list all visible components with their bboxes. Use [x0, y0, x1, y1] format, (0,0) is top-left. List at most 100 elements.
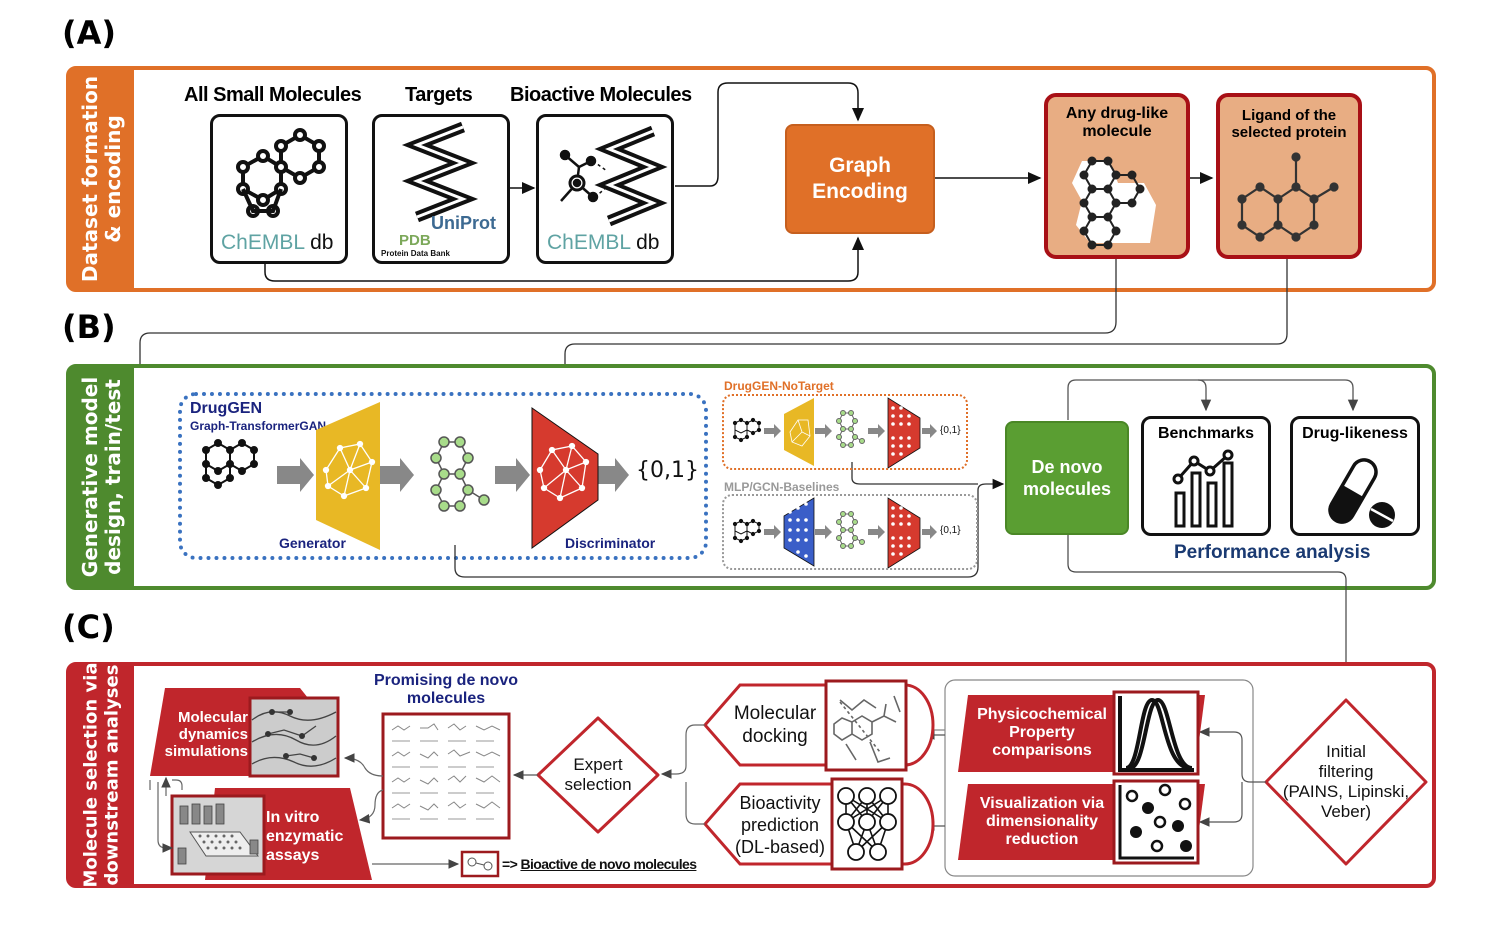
connector-notarget	[851, 462, 978, 485]
arrow-to-invitro	[358, 789, 384, 824]
panel-a-letter: (A)	[62, 14, 117, 52]
arrow-denovo-to-filtering	[1067, 534, 1351, 692]
input-molecule-icon	[202, 439, 258, 489]
chembl-db-label: ChEMBL db	[221, 231, 334, 254]
druglikeness-label: Drug-likeness	[1302, 425, 1408, 442]
druggen-subtitle: Graph-TransformerGAN	[190, 419, 327, 433]
baselines-model-container[interactable]	[722, 494, 978, 570]
protein-helix-icon	[401, 121, 479, 223]
arrow-filter-to-physchem	[1198, 727, 1266, 783]
uniprot-label: UniProt	[431, 213, 496, 233]
panel-b-side-label: Generative model design, train/test	[70, 368, 134, 586]
mlp-dot-grids	[788, 406, 911, 558]
benchmarks-label: Benchmarks	[1157, 425, 1255, 442]
benchmarks-box[interactable]: Benchmarks	[1141, 416, 1271, 536]
panel-b-letter: (B)	[62, 308, 116, 346]
notarget-title: DrugGEN-NoTarget	[724, 379, 834, 393]
promising-molecules-grid	[381, 712, 511, 840]
graph-encoding-line2: Encoding	[812, 180, 908, 203]
graph-encoding-box[interactable]: Graph Encoding	[785, 124, 935, 234]
bar-chart-trend-icon	[1172, 449, 1234, 528]
baselines-title: MLP/GCN-Baselines	[724, 480, 840, 494]
druglikeness-box[interactable]: Drug-likeness	[1290, 416, 1420, 536]
bioactive-result-label: => Bioactive de novo molecules	[502, 856, 697, 872]
panel-c-letter: (C)	[62, 608, 115, 646]
md-simulation-icon	[251, 711, 337, 767]
discriminator-label: Discriminator	[565, 535, 656, 551]
chembl-db-label-2: ChEMBL db	[547, 231, 660, 254]
discriminator-trapezoid	[531, 407, 599, 549]
well-plate-icon	[177, 803, 259, 865]
generator-network-icon	[322, 440, 376, 500]
docked-ligand-icon	[833, 695, 901, 763]
arrow-ligand-to-discriminator	[559, 258, 1288, 417]
baselines-output-label: {0,1}	[940, 525, 961, 536]
source-box-bioactive[interactable]: ChEMBL db	[536, 114, 674, 264]
arrow-to-md	[343, 753, 384, 777]
notarget-output-label: {0,1}	[940, 425, 961, 436]
baselines-pipeline	[732, 497, 937, 569]
source-title-targets: Targets	[405, 84, 473, 106]
arrow-filter-to-visualization	[1198, 782, 1243, 827]
pdb-label: PDB	[399, 232, 431, 249]
source-box-small-molecules[interactable]: ChEMBL db	[210, 114, 348, 264]
generator-label: Generator	[279, 535, 346, 551]
source-title-bioactive: Bioactive Molecules	[510, 84, 692, 106]
arrow-molecules-to-encoding	[264, 236, 864, 282]
source-title-small-molecules: All Small Molecules	[184, 84, 362, 106]
scatter-points-icon	[1118, 783, 1194, 860]
expert-selection-diamond	[536, 716, 660, 834]
distribution-curves-icon	[1118, 696, 1194, 772]
notarget-model-container[interactable]	[722, 394, 968, 470]
arrow-models-to-denovo	[454, 478, 1005, 578]
ligand-protein-binding-icon	[559, 125, 668, 227]
flow-arrows	[277, 458, 629, 492]
md-atoms	[265, 709, 317, 761]
druggen-title: DrugGEN	[190, 400, 262, 417]
source-box-targets[interactable]: UniProt PDB Protein Data Bank	[372, 114, 510, 264]
graph-encoding-line1: Graph	[829, 154, 891, 177]
neural-network-icon	[837, 787, 897, 861]
druggen-model-container[interactable]	[178, 392, 708, 560]
arrow-denovo-to-benchmarks	[1197, 379, 1212, 412]
pdb-sub-label: Protein Data Bank	[381, 249, 450, 258]
panel-c-side-label: Molecule selection via downstream analys…	[70, 662, 134, 888]
polycyclic-molecule-icon	[1072, 156, 1156, 250]
output-set-label: {0,1}	[636, 458, 699, 483]
denovo-line2: molecules	[1022, 479, 1112, 499]
generated-molecule-icon	[430, 436, 490, 512]
performance-analysis-label: Performance analysis	[1174, 542, 1371, 563]
arrow-bioactive-to-encoding	[675, 82, 864, 187]
docking-image-box	[824, 679, 908, 772]
pill-capsule-icon	[1328, 458, 1395, 528]
md-image-box	[248, 696, 340, 778]
notarget-pipeline	[732, 397, 937, 469]
panel-a-side-label: Dataset formation & encoding	[70, 70, 134, 288]
denovo-line1: De novo	[1031, 457, 1103, 477]
initial-filtering-diamond	[1264, 698, 1428, 866]
denovo-molecules-box[interactable]: De novo molecules	[1005, 421, 1129, 535]
molecule-id-captions	[392, 740, 494, 820]
analysis-bracket	[944, 679, 1254, 877]
discriminator-network-icon	[536, 442, 590, 502]
arrow-loop-to-invitro	[157, 782, 174, 853]
fused-ring-molecule-icon	[236, 128, 326, 218]
molecule-thumbnails	[391, 723, 501, 811]
arrow-to-expert	[660, 724, 705, 779]
naphthalene-ligand-icon	[1237, 152, 1339, 242]
